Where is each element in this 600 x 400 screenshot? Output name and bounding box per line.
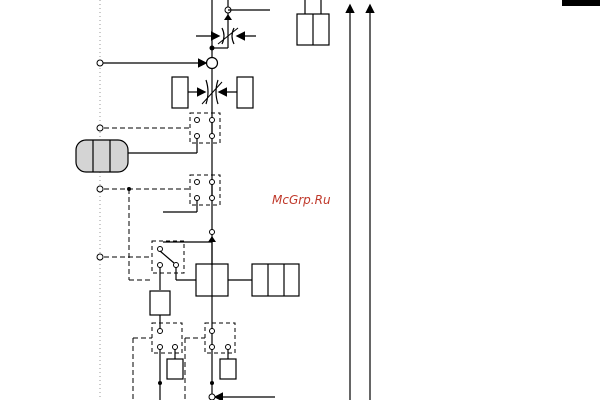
valve-block-top [296, 0, 330, 46]
directional-valve-4 [151, 315, 184, 400]
bellows-cylinder [75, 139, 129, 173]
directional-valve-3 [96, 240, 196, 290]
check-valve-middle [163, 229, 216, 265]
flow-restrictor-middle [171, 76, 254, 109]
corner-marker [562, 0, 600, 6]
control-block [195, 263, 300, 297]
top-check-valve [209, 0, 270, 51]
directional-valve-2 [96, 174, 221, 213]
junction-node [205, 56, 219, 70]
muffler-box [149, 290, 171, 316]
flow-restrictor-top [196, 27, 256, 45]
directional-valve-1 [96, 112, 221, 154]
directional-valve-5 [204, 322, 237, 385]
watermark-text: McGrp.Ru [272, 193, 331, 207]
